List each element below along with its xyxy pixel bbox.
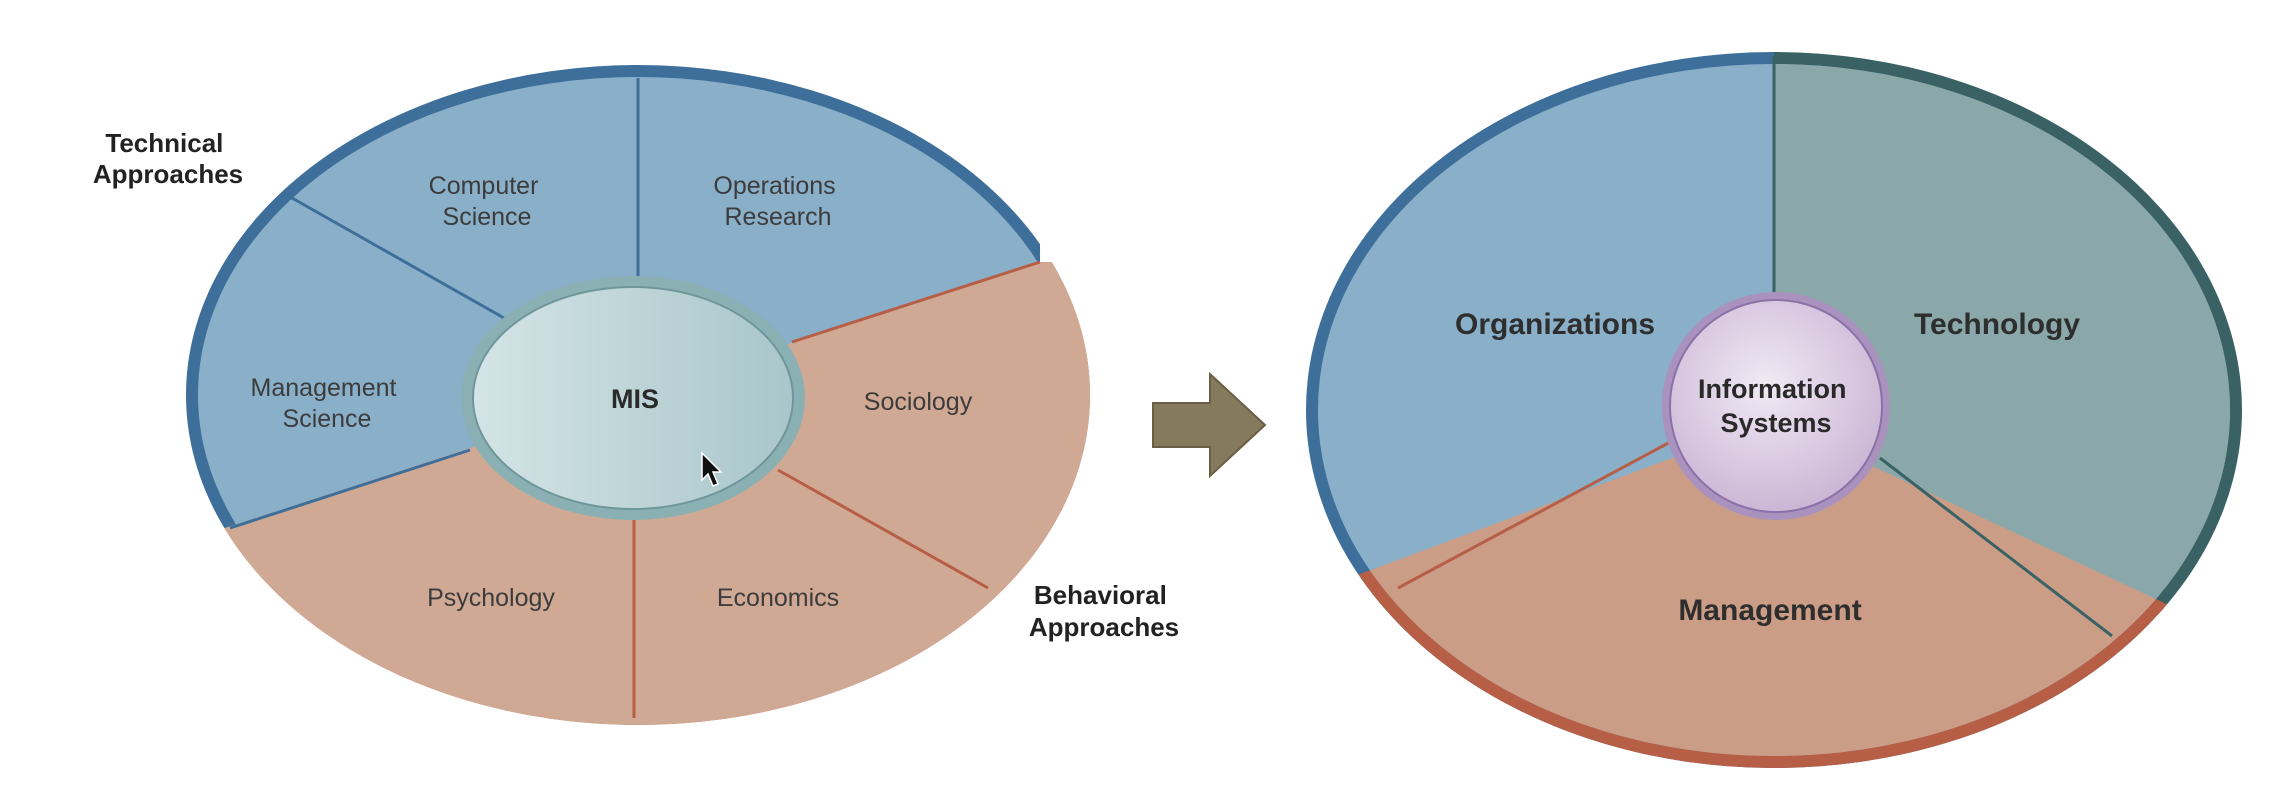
management-science-label: Management Science xyxy=(251,374,404,433)
operations-research-label: Operations Research xyxy=(713,172,842,231)
divider-cs-ms xyxy=(291,196,505,320)
information-systems-label: Information Systems xyxy=(1698,374,1854,438)
management-label: Management xyxy=(1678,594,1861,627)
behavioral-approaches-label: Behavioral Approaches xyxy=(1029,580,1179,642)
divider-tech-mgmt xyxy=(1879,456,2113,638)
economics-label: Economics xyxy=(717,584,839,612)
information-systems-diagram: Information Systems Organizations Techno… xyxy=(1306,52,2242,768)
mis-label: MIS xyxy=(611,384,659,414)
divider-ms-psych xyxy=(229,448,471,530)
divider-org-mgmt xyxy=(1397,438,1675,590)
organizations-label: Organizations xyxy=(1455,308,1655,341)
computer-science-label: Computer Science xyxy=(429,172,546,231)
divider-or-soc xyxy=(791,260,1041,344)
mis-disciplines-diagram: MIS Computer Science Operations Research… xyxy=(93,65,1179,725)
divider-soc-econ xyxy=(777,468,989,590)
technology-label: Technology xyxy=(1914,308,2080,341)
psychology-label: Psychology xyxy=(427,584,555,612)
right-arrow-icon xyxy=(1152,371,1267,479)
technical-approaches-label: Technical Approaches xyxy=(93,128,243,189)
sociology-label: Sociology xyxy=(864,388,973,416)
mouse-cursor-icon xyxy=(701,451,723,487)
